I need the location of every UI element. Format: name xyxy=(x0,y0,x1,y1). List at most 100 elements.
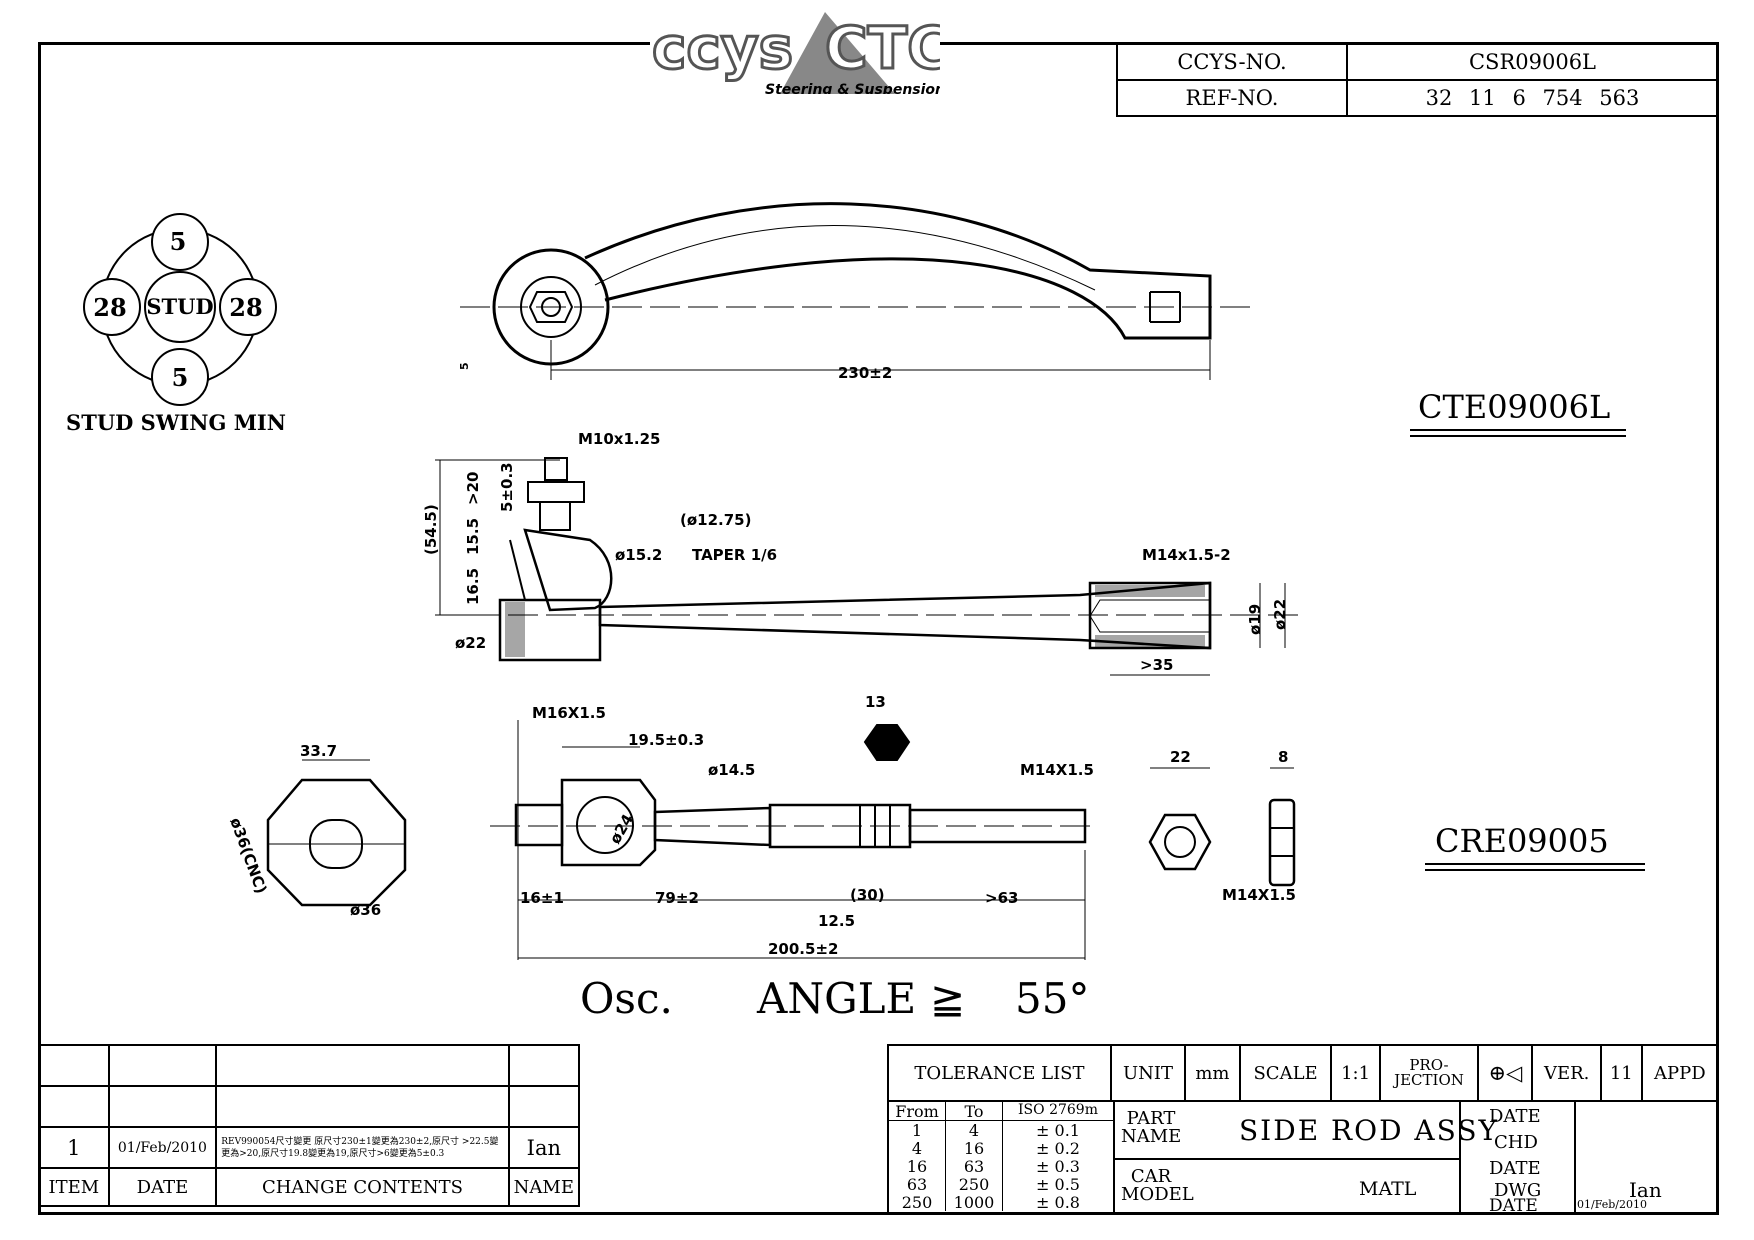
dim-taper-ratio: TAPER 1/6 xyxy=(692,546,777,564)
tol-cell: 63 xyxy=(906,1175,928,1194)
rev-row2-date xyxy=(107,1085,218,1128)
dwg-name: Ian xyxy=(1629,1178,1662,1202)
tol-cell: 4 xyxy=(945,1121,1002,1140)
ccys-no-value: CSR09006L xyxy=(1346,43,1719,81)
dim-5s: 5 xyxy=(458,362,471,370)
tol-cell: 16 xyxy=(945,1139,1002,1158)
header-table: CCYS-NO.CSR09006L REF-NO.32 11 6 754 563 xyxy=(1116,43,1719,117)
dim-top-length: 230±2 xyxy=(838,364,892,382)
ref-no-label: REF-NO. xyxy=(1116,79,1348,117)
dim-35: >35 xyxy=(1140,656,1173,674)
tol-cell: 16 xyxy=(906,1157,928,1176)
part-name-label: PART NAME xyxy=(1121,1108,1182,1147)
rev-row3-date: 01/Feb/2010 xyxy=(107,1126,218,1169)
rev-header-change: CHANGE CONTENTS xyxy=(215,1167,510,1207)
dim-125: 12.5 xyxy=(818,912,855,930)
logo-right: CTC xyxy=(825,14,940,82)
ver-value: 11 xyxy=(1599,1044,1643,1102)
car-model-label: CAR MODEL xyxy=(1121,1166,1194,1205)
tol-h-from: From xyxy=(895,1102,939,1121)
rev-header-date: DATE xyxy=(107,1167,218,1207)
rev-row1-date xyxy=(107,1044,218,1087)
ccys-no-label: CCYS-NO. xyxy=(1116,43,1348,81)
tol-cell: 4 xyxy=(911,1139,923,1158)
dim-thread-out: M14x1.5-2 xyxy=(1142,546,1231,564)
tol-header-row: From To ISO 2769m xyxy=(889,1102,1113,1121)
dim-16: 16±1 xyxy=(520,889,564,907)
tol-cell: 1 xyxy=(911,1121,923,1140)
dim-22b: ø22 xyxy=(1271,599,1289,630)
dim-30: (30) xyxy=(850,886,885,904)
osc-value: 55° xyxy=(1015,974,1089,1023)
dim-stud-thread: M10x1.25 xyxy=(578,430,661,448)
rev-row2-item xyxy=(38,1085,110,1128)
title-divider-v xyxy=(1459,1102,1461,1213)
tol-row: 1 4± 0.1 xyxy=(889,1121,1113,1140)
logo-left: ccys xyxy=(652,14,793,82)
rev-row1-name xyxy=(507,1044,581,1087)
unit-value: mm xyxy=(1184,1044,1241,1102)
dim-m16: M16X1.5 xyxy=(532,704,606,722)
rev-row1-change xyxy=(215,1044,510,1087)
date-label-3: DATE xyxy=(1489,1196,1538,1216)
dim-2005: 200.5±2 xyxy=(768,940,838,958)
tol-cell: ± 0.5 xyxy=(1002,1175,1113,1194)
dim-nut-t: 8 xyxy=(1278,748,1288,766)
dim-195: 19.5±0.3 xyxy=(628,731,704,749)
tol-row: 4 16± 0.2 xyxy=(889,1139,1113,1158)
date-label: DATE xyxy=(1489,1106,1541,1127)
dim-22: ø22 xyxy=(455,634,486,652)
dim-m14: M14X1.5 xyxy=(1020,761,1094,779)
scale-value: 1:1 xyxy=(1330,1044,1381,1102)
logo: ccys CTC Steering & Suspension xyxy=(650,8,951,98)
logo-mark-icon: ccys CTC Steering & Suspension xyxy=(651,12,951,98)
revision-table: 1 01/Feb/2010 REV990054尺寸變更 原尺寸230±1變更為2… xyxy=(38,1044,581,1207)
rev-header-name: NAME xyxy=(507,1167,581,1207)
swing-center: STUD xyxy=(146,294,213,319)
swing-left: 28 xyxy=(93,293,126,322)
tol-h-to: To xyxy=(945,1102,1002,1121)
dim-63: >63 xyxy=(985,889,1018,907)
appd-label: APPD xyxy=(1640,1044,1720,1102)
ver-label: VER. xyxy=(1531,1044,1602,1102)
dim-165: 16.5 xyxy=(464,568,482,605)
dim-13: 13 xyxy=(865,693,886,711)
unit-label: UNIT xyxy=(1109,1044,1187,1102)
rev-row3-change: REV990054尺寸變更 原尺寸230±1變更為230±2,原尺寸 >22.5… xyxy=(215,1126,510,1169)
swing-caption: STUD SWING MIN xyxy=(66,410,286,435)
swing-bottom: 5 xyxy=(172,363,189,392)
tol-cell: ± 0.8 xyxy=(1002,1193,1113,1212)
dim-taper: ø15.2 xyxy=(615,546,662,564)
swing-top: 5 xyxy=(170,227,187,256)
tol-h-iso: ISO 2769m xyxy=(1002,1102,1113,1120)
tol-cell: ± 0.1 xyxy=(1002,1121,1113,1140)
tol-cell: 1000 xyxy=(945,1193,1002,1212)
osc-angle: ANGLE xyxy=(756,974,916,1023)
dim-1275: (ø12.75) xyxy=(680,511,751,529)
dwg-date: 01/Feb/2010 xyxy=(1577,1198,1647,1211)
projection-label: PRO- JECTION xyxy=(1378,1044,1480,1102)
dim-36: ø36 xyxy=(350,901,381,919)
dim-5: 5±0.3 xyxy=(498,462,516,512)
dim-145: ø14.5 xyxy=(708,761,755,779)
rev-row3-name: Ian xyxy=(507,1126,581,1169)
rev-header-item: ITEM xyxy=(38,1167,110,1207)
tol-cell: ± 0.3 xyxy=(1002,1157,1113,1176)
rev-row2-change xyxy=(215,1085,510,1128)
rev-row2-name xyxy=(507,1085,581,1128)
dim-19: ø19 xyxy=(1246,604,1264,635)
scale-label: SCALE xyxy=(1238,1044,1333,1102)
dim-155: 15.5 xyxy=(464,518,482,555)
dim-hex-w: 33.7 xyxy=(300,742,337,760)
tolerance-title: TOLERANCE LIST xyxy=(887,1044,1112,1102)
dim-nut-thread: M14X1.5 xyxy=(1222,886,1296,904)
rev-row3-item: 1 xyxy=(38,1126,110,1169)
tol-cell: ± 0.2 xyxy=(1002,1139,1113,1158)
projection-icon: ⊕◁ xyxy=(1477,1044,1534,1102)
